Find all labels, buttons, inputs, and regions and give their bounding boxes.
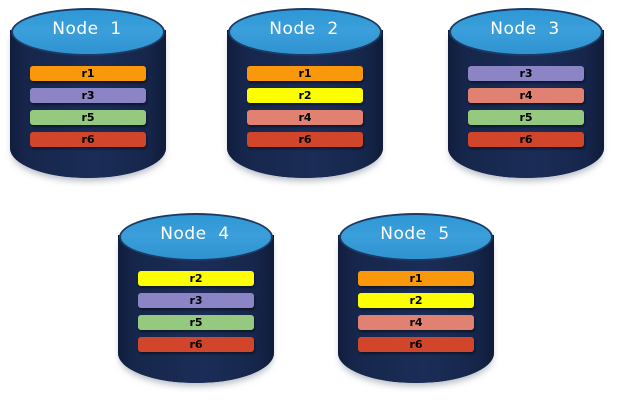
replica-label: r5 <box>519 111 533 124</box>
replica-bar[interactable]: r2 <box>138 271 254 286</box>
replica-bar[interactable]: r5 <box>468 110 584 125</box>
node-label: Node 1 <box>52 19 122 39</box>
node-cylinder-top-ellipse <box>339 213 493 261</box>
replica-label: r3 <box>81 89 95 102</box>
replica-bar[interactable]: r6 <box>247 132 363 147</box>
replica-label: r2 <box>298 89 312 102</box>
node-cylinder-top-ellipse <box>449 8 603 56</box>
node-cylinder-body <box>227 30 383 178</box>
node-label: Node 5 <box>380 224 450 244</box>
replica-label: r1 <box>81 67 95 80</box>
replica-label: r1 <box>298 67 312 80</box>
replica-bar[interactable]: r1 <box>247 66 363 81</box>
replica-bar[interactable]: r1 <box>358 271 474 286</box>
replica-bar[interactable]: r2 <box>247 88 363 103</box>
replica-label: r2 <box>189 272 203 285</box>
replica-bar[interactable]: r3 <box>138 293 254 308</box>
replica-bar[interactable]: r1 <box>30 66 146 81</box>
replica-bar[interactable]: r4 <box>358 315 474 330</box>
replica-bar-list: r1 r3 r5 r6 <box>10 66 166 154</box>
replica-label: r3 <box>519 67 533 80</box>
node-cylinder-top-ellipse <box>11 8 165 56</box>
replica-bar-list: r2 r3 r5 r6 <box>118 271 274 359</box>
replica-bar-list: r1 r2 r4 r6 <box>338 271 494 359</box>
replica-bar[interactable]: r6 <box>30 132 146 147</box>
database-node-4[interactable]: Node 4 r2 r3 r5 r6 <box>118 213 274 397</box>
replica-label: r3 <box>189 294 203 307</box>
replica-bar[interactable]: r6 <box>468 132 584 147</box>
replica-bar[interactable]: r2 <box>358 293 474 308</box>
node-label: Node 4 <box>160 224 230 244</box>
replica-label: r1 <box>409 272 423 285</box>
replica-bar[interactable]: r4 <box>468 88 584 103</box>
replica-bar[interactable]: r6 <box>358 337 474 352</box>
replica-label: r6 <box>519 133 533 146</box>
replica-label: r5 <box>81 111 95 124</box>
replica-label: r4 <box>519 89 533 102</box>
replica-bar[interactable]: r5 <box>138 315 254 330</box>
replica-bar[interactable]: r4 <box>247 110 363 125</box>
replica-label: r6 <box>409 338 423 351</box>
node-cylinder-top-ellipse <box>119 213 273 261</box>
replica-bar-list: r1 r2 r4 r6 <box>227 66 383 154</box>
replica-label: r4 <box>409 316 423 329</box>
replica-label: r6 <box>81 133 95 146</box>
replica-bar[interactable]: r6 <box>138 337 254 352</box>
database-node-5[interactable]: Node 5 r1 r2 r4 r6 <box>338 213 494 397</box>
database-node-1[interactable]: Node 1 r1 r3 r5 r6 <box>10 8 166 192</box>
replica-label: r5 <box>189 316 203 329</box>
node-label: Node 2 <box>269 19 339 39</box>
replica-bar[interactable]: r3 <box>468 66 584 81</box>
replica-label: r6 <box>189 338 203 351</box>
node-cylinder-top-ellipse <box>228 8 382 56</box>
replica-bar[interactable]: r3 <box>30 88 146 103</box>
database-node-2[interactable]: Node 2 r1 r2 r4 r6 <box>227 8 383 192</box>
node-label: Node 3 <box>490 19 560 39</box>
database-node-3[interactable]: Node 3 r3 r4 r5 r6 <box>448 8 604 192</box>
replica-label: r4 <box>298 111 312 124</box>
replica-label: r6 <box>298 133 312 146</box>
replica-bar[interactable]: r5 <box>30 110 146 125</box>
replica-bar-list: r3 r4 r5 r6 <box>448 66 604 154</box>
replica-label: r2 <box>409 294 423 307</box>
